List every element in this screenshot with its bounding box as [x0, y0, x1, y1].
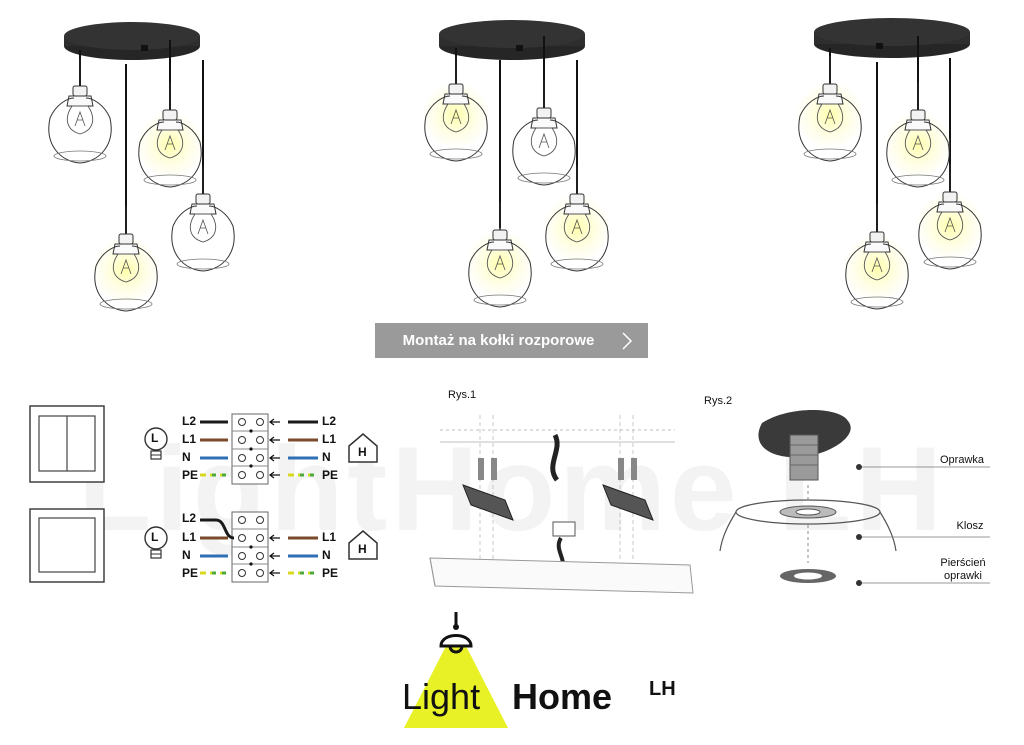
part-label-shade: Klosz	[956, 520, 984, 532]
mounting-info-label: Montaż na kołki rozporowe	[402, 332, 595, 349]
lamp-view-1	[48, 22, 235, 312]
chevron-right-icon	[622, 332, 633, 350]
house-icon	[348, 433, 378, 463]
bulb-icon	[144, 526, 168, 559]
wire-label-l1: L1	[182, 530, 197, 544]
wire-label-pe: PE	[182, 468, 199, 482]
pendant-lamp-logo-icon	[404, 612, 508, 728]
house-icon	[348, 530, 378, 560]
socket-icon	[758, 410, 851, 481]
bulb-label: L	[151, 431, 159, 445]
wire-label-n: N	[182, 450, 191, 464]
lamp-view-2	[424, 20, 609, 308]
double-switch-icon	[29, 405, 105, 483]
wire-label-l2: L2	[182, 511, 197, 525]
bulb-label: L	[151, 530, 159, 544]
wire-label-l2: L2	[322, 414, 337, 428]
wire-label-n: N	[322, 450, 331, 464]
single-switch-icon	[29, 508, 105, 583]
wall-switches	[29, 405, 105, 583]
bulb-icon	[144, 427, 168, 460]
mounting-diagram	[429, 415, 694, 594]
cable-icon	[550, 433, 566, 576]
terminal-block-upper	[231, 413, 269, 485]
wire-label-pe: PE	[322, 468, 339, 482]
wire-label-n: N	[182, 548, 191, 562]
part-label-socket: Oprawka	[939, 454, 985, 466]
mounting-bracket-icon	[462, 484, 654, 521]
wire-label-l1: L1	[322, 530, 337, 544]
wire-label-pe: PE	[322, 566, 339, 580]
figure-2-label: Rys.2	[704, 395, 733, 407]
part-label-ring-line2: oprawki	[944, 570, 982, 582]
house-label: H	[358, 445, 367, 459]
house-label: H	[358, 542, 367, 556]
lamp-illustrations	[48, 18, 982, 312]
exploded-diagram	[719, 410, 990, 586]
wire-label-l1: L1	[182, 432, 197, 446]
figure-1-label: Rys.1	[448, 389, 477, 401]
logo-text-light: Light	[402, 676, 481, 717]
wire-label-l2: L2	[182, 414, 197, 428]
ring-icon	[780, 569, 836, 583]
logo-text-lh: LH	[649, 678, 676, 700]
wall-plug-icon	[478, 458, 637, 480]
wire-label-n: N	[322, 548, 331, 562]
part-label-ring-line1: Pierścień	[940, 557, 986, 569]
mounting-info-button[interactable]: Montaż na kołki rozporowe	[375, 323, 648, 358]
terminal-block-lower	[231, 511, 269, 583]
lampshade-part-icon	[719, 499, 897, 552]
wire-label-pe: PE	[182, 566, 199, 580]
wire-label-l1: L1	[322, 432, 337, 446]
lamp-view-3	[798, 18, 982, 310]
wiring-diagram	[200, 413, 318, 583]
logo-text-home: Home	[512, 676, 613, 717]
